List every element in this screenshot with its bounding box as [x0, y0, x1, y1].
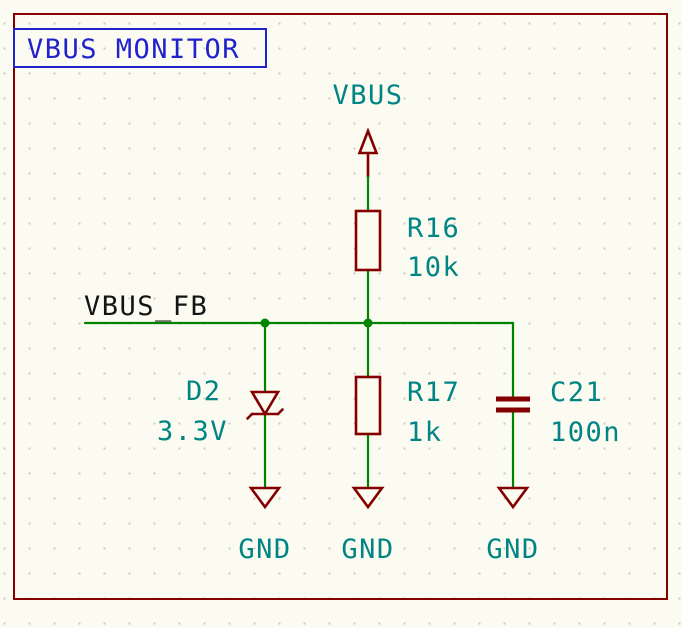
- component-c21[interactable]: C21 100n: [496, 377, 621, 448]
- gnd-triangle-icon: [248, 486, 282, 510]
- junction-dot[interactable]: [260, 318, 270, 328]
- net-label-vbus-fb[interactable]: VBUS_FB: [84, 291, 208, 322]
- d2-value[interactable]: 3.3V: [157, 416, 228, 447]
- r16-value[interactable]: 10k: [407, 252, 460, 283]
- zener-hook-right: [276, 408, 284, 416]
- title-box-outline: [13, 28, 267, 68]
- junction-dot[interactable]: [363, 318, 373, 328]
- sheet-border: [13, 13, 668, 600]
- title-block[interactable]: VBUS MONITOR: [13, 28, 267, 68]
- gnd-label[interactable]: GND: [486, 534, 539, 565]
- component-d2[interactable]: D2 3.3V: [157, 376, 284, 447]
- d2-reference[interactable]: D2: [186, 376, 222, 407]
- r17-reference[interactable]: R17: [407, 377, 460, 408]
- zener-hook-left: [246, 412, 254, 420]
- r16-reference[interactable]: R16: [407, 213, 460, 244]
- component-r17[interactable]: R17 1k: [354, 375, 460, 448]
- gnd-label[interactable]: GND: [238, 534, 291, 565]
- component-r16[interactable]: R16 10k: [354, 209, 460, 283]
- power-symbol-vbus[interactable]: VBUS: [332, 80, 403, 179]
- power-symbol-gnd-2[interactable]: GND: [341, 486, 394, 565]
- power-symbol-gnd-1[interactable]: GND: [238, 486, 291, 565]
- power-symbol-gnd-3[interactable]: GND: [486, 486, 539, 565]
- power-label-vbus[interactable]: VBUS: [332, 80, 403, 111]
- c21-reference[interactable]: C21: [550, 377, 603, 408]
- resistor-body[interactable]: [354, 375, 382, 436]
- c21-value[interactable]: 100n: [550, 417, 621, 448]
- resistor-body[interactable]: [354, 209, 382, 272]
- r17-value[interactable]: 1k: [407, 417, 443, 448]
- gnd-label[interactable]: GND: [341, 534, 394, 565]
- sheet-title[interactable]: VBUS MONITOR: [27, 34, 240, 65]
- gnd-triangle-icon: [496, 486, 530, 510]
- power-arrow-icon: [357, 127, 379, 155]
- zener-diode-icon[interactable]: [249, 390, 281, 417]
- gnd-triangle-icon: [351, 486, 385, 510]
